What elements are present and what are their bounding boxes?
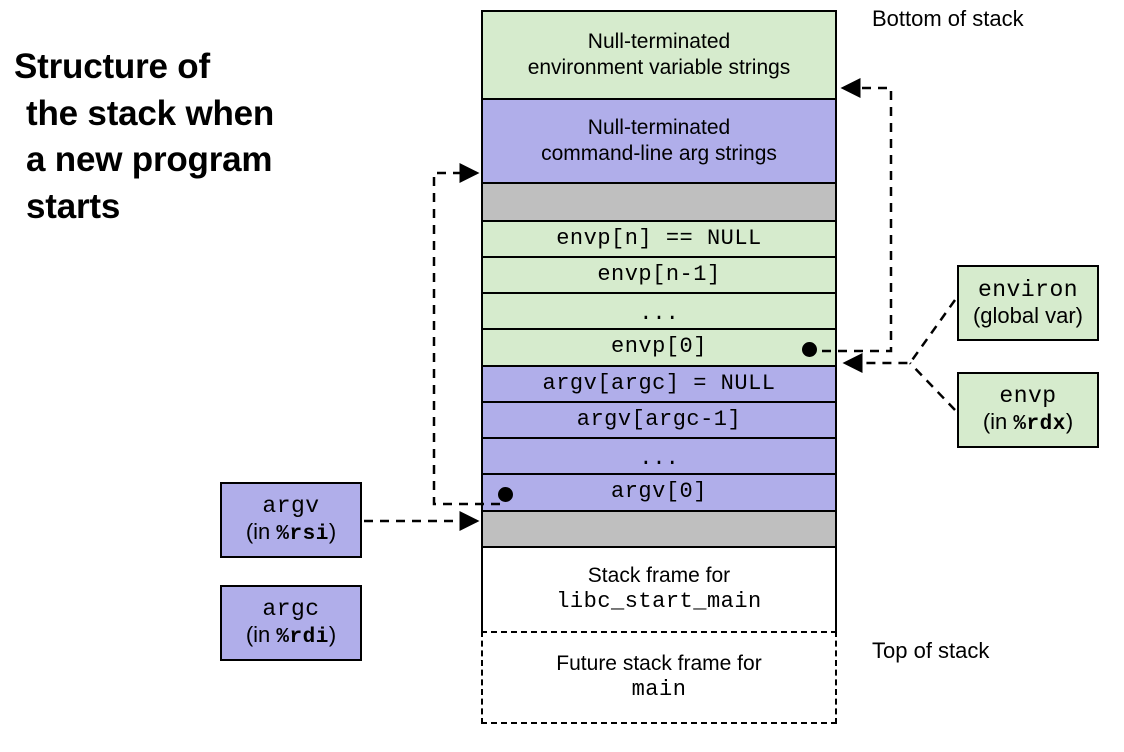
title-line-1: Structure of [14, 47, 210, 86]
callout-argc[interactable]: argc (in %rdi) [220, 585, 362, 661]
callout-argv-name: argv [262, 492, 320, 519]
argv-argc-label: argv[argc] = NULL [542, 370, 776, 396]
stack-row-argv-argc: argv[argc] = NULL [481, 365, 837, 403]
callout-argv[interactable]: argv (in %rsi) [220, 482, 362, 558]
stack-row-argv-0: argv[0] [481, 473, 837, 512]
title-line-2: the stack when [26, 93, 275, 133]
argv-0-label: argv[0] [611, 479, 707, 505]
title-line-3: a new program [26, 140, 273, 180]
callout-argc-detail: (in %rdi) [245, 622, 337, 650]
frame-main-line2: main [631, 676, 687, 702]
top-of-stack-label: Top of stack [872, 638, 990, 663]
frame-libc-line1: Stack frame for [587, 564, 731, 588]
callout-argv-register: %rsi [276, 523, 329, 547]
stack-row-frame-main: Future stack frame for main [481, 631, 837, 724]
argv-argc-1-label: argv[argc-1] [576, 406, 742, 432]
callout-envp[interactable]: envp (in %rdx) [957, 372, 1099, 448]
page-title: Structure of the stack when a new progra… [14, 44, 275, 230]
stack-row-padding-lower [481, 510, 837, 548]
stack-diagram: Null-terminated environment variable str… [481, 10, 837, 724]
frame-libc-line2: libc_start_main [556, 588, 762, 614]
argv-ellipsis-label: ... [639, 446, 679, 471]
stack-row-arg-strings: Null-terminated command-line arg strings [481, 98, 837, 184]
frame-main-line1: Future stack frame for [556, 652, 762, 676]
callout-argc-name: argc [262, 595, 320, 622]
env-strings-line2: environment variable strings [527, 56, 791, 79]
envp-ellipsis-label: ... [639, 301, 679, 326]
callout-envp-name: envp [999, 382, 1057, 409]
envp-0-pointer-dot [802, 342, 817, 357]
bottom-of-stack-label: Bottom of stack [872, 6, 1024, 31]
stack-row-envp-0: envp[0] [481, 328, 837, 367]
stack-row-frame-libc: Stack frame for libc_start_main [481, 546, 837, 633]
env-strings-line1: Null-terminated [587, 30, 731, 54]
stack-row-envp-n-1: envp[n-1] [481, 256, 837, 294]
stack-row-envp-ellipsis: ... [481, 292, 837, 330]
arg-strings-line1: Null-terminated [587, 116, 731, 140]
stack-row-envp-n: envp[n] == NULL [481, 220, 837, 258]
callout-argc-register: %rdi [276, 626, 329, 650]
argv-0-pointer-dot [498, 487, 513, 502]
stack-row-argv-ellipsis: ... [481, 437, 837, 475]
callout-environ-detail: (global var) [972, 303, 1084, 329]
callout-environ-name: environ [977, 276, 1079, 303]
arg-strings-line2: command-line arg strings [541, 142, 777, 165]
stack-row-env-strings: Null-terminated environment variable str… [481, 10, 837, 100]
envp-0-label: envp[0] [611, 334, 707, 360]
stack-row-argv-argc-1: argv[argc-1] [481, 401, 837, 439]
envp-n-label: envp[n] == NULL [556, 225, 762, 251]
stack-row-padding-upper [481, 182, 837, 222]
envp-callout-wire [909, 362, 956, 411]
envp-n-1-label: envp[n-1] [597, 261, 721, 287]
environ-callout-wire [842, 299, 957, 373]
callout-envp-register: %rdx [1013, 413, 1066, 437]
callout-environ[interactable]: environ (global var) [957, 265, 1099, 341]
title-line-4: starts [26, 186, 121, 226]
callout-argv-detail: (in %rsi) [245, 519, 337, 547]
callout-envp-detail: (in %rdx) [982, 409, 1074, 437]
